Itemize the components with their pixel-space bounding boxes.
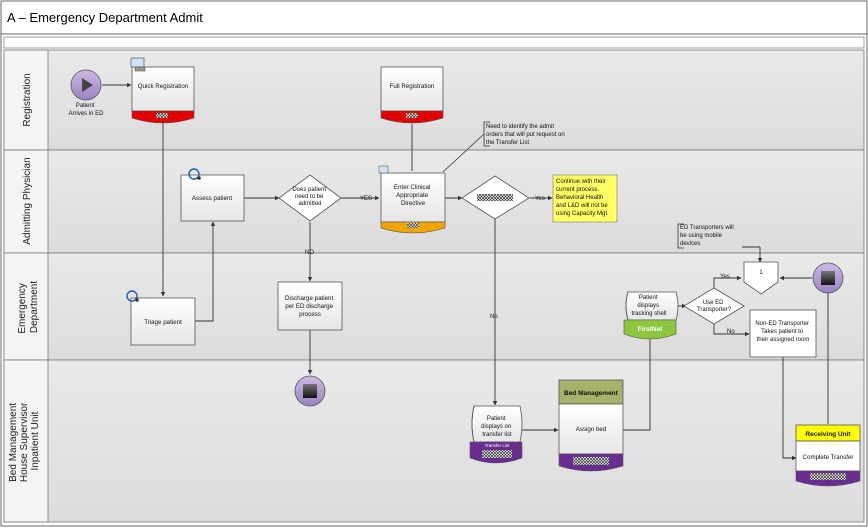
connectors — [102, 82, 829, 461]
no-label-2: No — [490, 314, 498, 320]
yes-label: YES — [360, 196, 372, 202]
admit-orders-note: Need to identify the admit orders that w… — [442, 121, 566, 173]
stethoscope-icon — [126, 290, 139, 302]
transporter-decision: Use ED Transporter? — [683, 287, 745, 325]
svg-text:Assign bed: Assign bed — [576, 426, 607, 433]
svg-text:Use ED Transporter?: Use ED Transporter? — [697, 300, 732, 313]
discharge-patient-step: Discharge patient per ED discharge proce… — [277, 281, 343, 331]
complete-transfer-step: Receiving Unit Complete Transfer — [795, 424, 861, 487]
continue-process-note: Continue with their current process. Beh… — [552, 174, 618, 223]
start-label: Patient Arrives in ED — [68, 103, 104, 117]
computer-icon — [378, 165, 389, 174]
no-label: NO — [305, 250, 314, 256]
yes-label-2: Yes — [535, 196, 545, 202]
quick-registration-step: Quick Registration — [130, 57, 195, 124]
end-event-ed — [812, 262, 844, 294]
capacity-decision — [461, 175, 530, 220]
svg-text:Continue with their curr: Continue with their current process. Beh… — [556, 179, 609, 217]
lane-bed-management: Bed Management House Supervisor Inpatien… — [3, 359, 865, 523]
full-registration-step: Full Registration — [380, 66, 444, 124]
enter-directive-step: Enter Clinical Appropriate Directive — [378, 165, 446, 234]
svg-text:Enter Clinical Appropria: Enter Clinical Appropriate Directive — [394, 184, 432, 207]
assign-bed-step: Bed Management Assign bed — [558, 379, 624, 472]
stop-icon — [821, 271, 835, 285]
offpage-connector: 1 — [743, 261, 779, 295]
svg-text:Non-ED Transporter Takes: Non-ED Transporter Takes patient to thei… — [755, 321, 810, 343]
yes-label-3: Yes — [720, 274, 730, 280]
transfer-list-label: Transfer List — [485, 443, 511, 448]
diagram-title: A – Emergency Department Admit — [7, 10, 203, 25]
svg-text:Does patient need to be: Does patient need to be admitted — [292, 187, 327, 207]
start-event: Patient Arrives in ED — [68, 69, 104, 117]
triage-patient-step: Triage patient — [126, 290, 196, 346]
svg-text:Full Registration: Full Registration — [390, 83, 435, 90]
receiving-unit-header: Receiving Unit — [805, 431, 851, 438]
end-event-discharge — [294, 375, 326, 407]
svg-text:ED Transporters will be: ED Transporters will be using mobile dev… — [680, 225, 735, 247]
header-band — [3, 36, 865, 49]
computer-icon — [130, 57, 146, 72]
play-icon — [82, 78, 93, 92]
non-ed-transporter-step: Non-ED Transporter Takes patient to thei… — [749, 309, 817, 358]
transfer-list-step: Patient displays on transfer list Transf… — [469, 405, 523, 464]
lane-label-registration: Registration — [22, 73, 33, 126]
lane-label-emergency-department: Emergency Department — [17, 280, 40, 333]
bed-management-header: Bed Management — [564, 390, 619, 397]
assess-patient-step: Assess patient — [180, 168, 245, 222]
admit-decision: Does patient need to be admitted — [278, 174, 342, 222]
svg-text:Assess patient: Assess patient — [192, 195, 233, 202]
svg-text:1: 1 — [759, 270, 763, 276]
svg-text:Discharge patient per ED: Discharge patient per ED discharge proce… — [285, 295, 335, 318]
no-label-3: No — [727, 329, 735, 335]
lane-label-admitting-physician: Admitting Physician — [22, 157, 33, 244]
lane-label-bed-management: Bed Management House Supervisor Inpatien… — [8, 400, 41, 482]
svg-text:Patient displays on: Patient displays on transfer list — [481, 416, 513, 438]
stop-icon — [303, 384, 317, 398]
svg-text:Need to identify the admit: Need to identify the admit orders that w… — [486, 124, 566, 146]
tracking-shell-step: Patient displays tracking shell FirstNet — [623, 291, 679, 340]
svg-text:Quick Registration: Quick Registration — [138, 83, 189, 90]
svg-text:Complete Transfer: Complete Transfer — [803, 454, 854, 461]
svg-text:Triage patient: Triage patient — [144, 319, 182, 326]
firstnet-label: FirstNet — [638, 326, 663, 333]
stethoscope-icon — [188, 168, 201, 180]
svg-text:Patient displays t: Patient displays tracking shell — [631, 295, 666, 317]
transporter-note: ED Transporters will be using mobile dev… — [677, 223, 735, 249]
